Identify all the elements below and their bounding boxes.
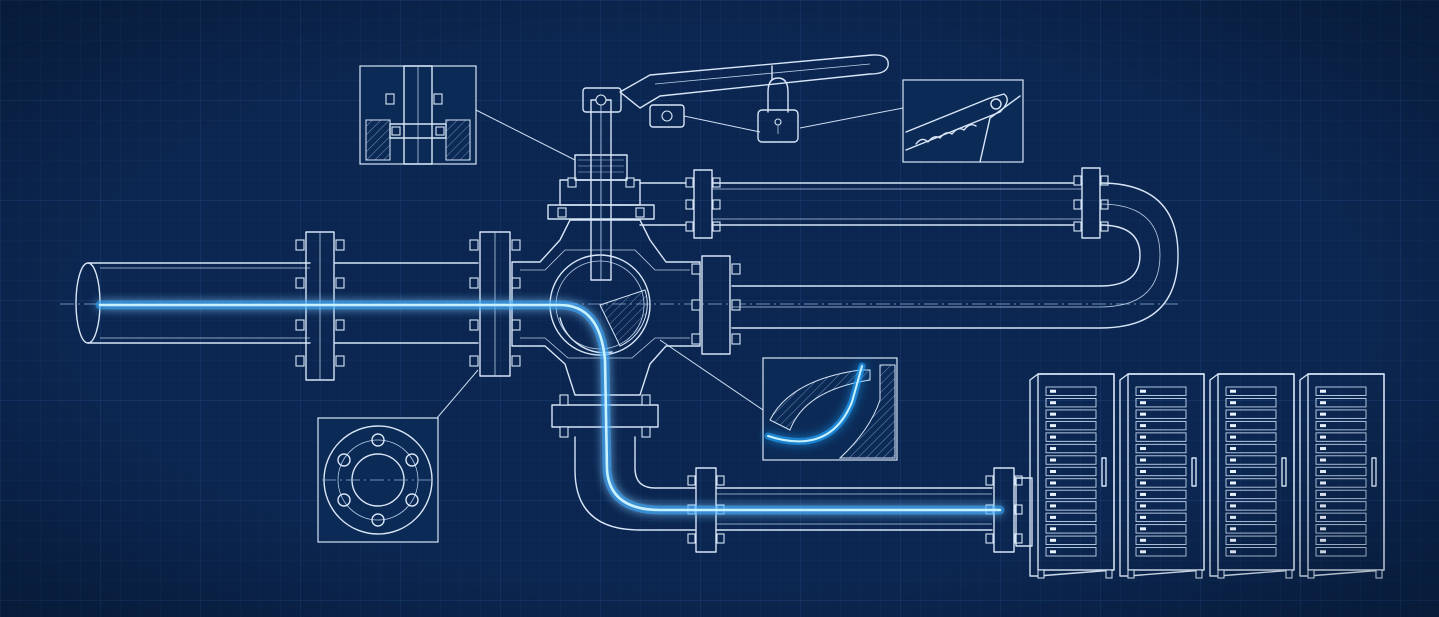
blueprint-diagram: [0, 0, 1439, 617]
valve-blueprint: [0, 0, 1439, 617]
